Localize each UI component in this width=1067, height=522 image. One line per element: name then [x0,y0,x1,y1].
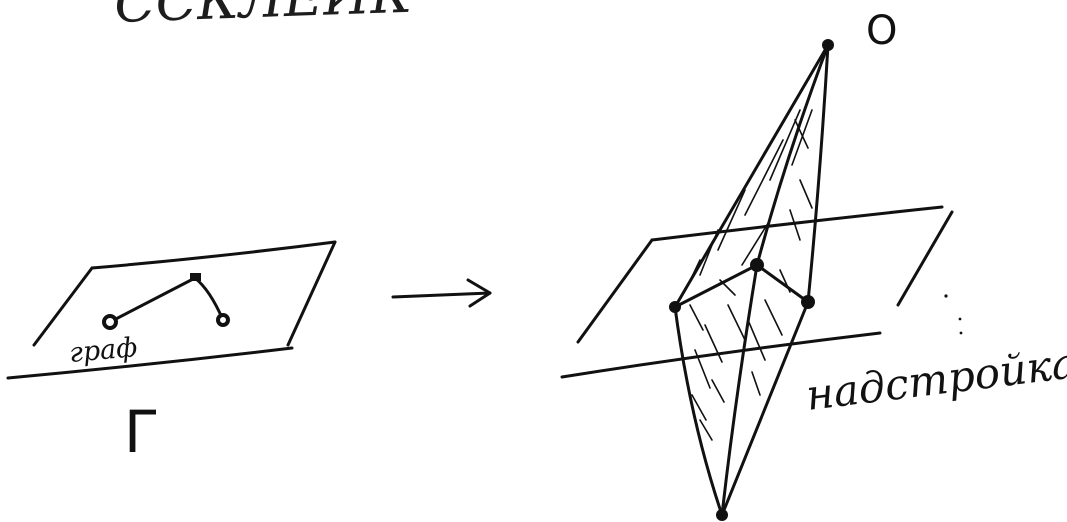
arrow-icon [393,280,490,306]
right-plane-right-edge [898,212,952,305]
right-plane-left-edge [578,240,652,342]
graph-vertex-2 [190,273,201,281]
left-plane-right-edge [288,242,335,345]
apex-label-o: O [866,8,897,54]
right-plane [562,207,952,377]
gamma-label: Г [124,398,159,466]
graph-label: граф [68,332,139,369]
left-plane [8,242,335,378]
graph-edge-2 [195,278,223,320]
graph [104,273,228,328]
left-plane-bottom-edge [8,348,292,378]
graph-vertex-lifted-1 [669,301,681,313]
graph-edge-1 [110,278,195,322]
left-plane-left-edge [34,268,92,345]
suspension-label: надстройка [803,338,1067,420]
suspension-hatching [688,110,812,440]
top-partial-text: ССКЛЕИК [113,0,414,35]
apex-vertex-bottom [716,509,728,521]
graph-vertex-1 [104,316,116,328]
suspension-edges [675,45,828,515]
apex-vertex-top [822,39,834,51]
graph-vertex-lifted-2 [750,258,764,272]
stray-dots [944,294,962,334]
suspension-shape [669,39,834,521]
left-plane-top-edge [92,242,335,268]
graph-vertex-lifted-3 [801,295,815,309]
graph-vertex-3 [218,315,228,325]
right-plane-top-edge [652,207,942,240]
